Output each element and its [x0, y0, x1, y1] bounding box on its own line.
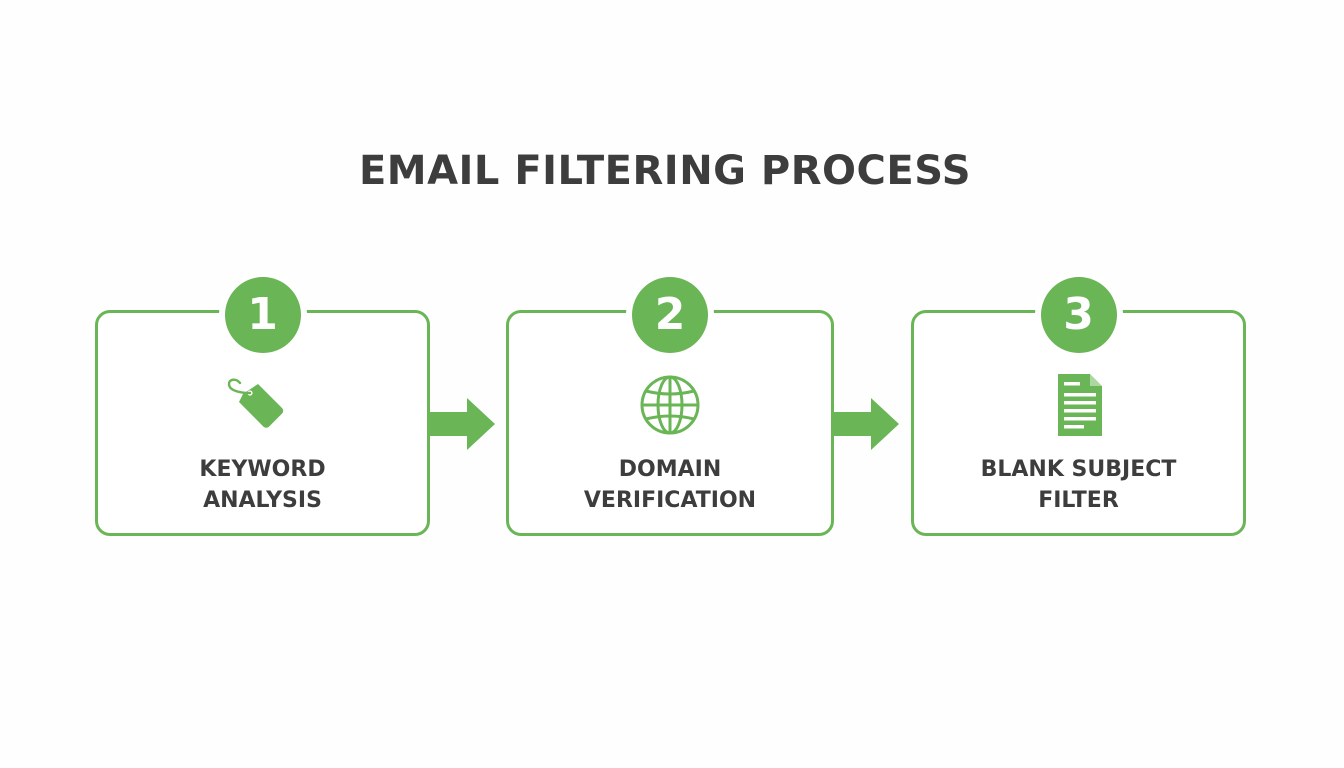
document-icon — [1039, 371, 1119, 441]
step-number-badge: 2 — [632, 277, 708, 353]
globe-icon — [630, 371, 710, 441]
step-card-blank-subject-filter: 3 BLANK SUBJECT FILTER — [911, 277, 1246, 536]
arrow-right-icon — [427, 398, 495, 450]
tag-icon — [223, 371, 303, 441]
step-label-line: FILTER — [1038, 488, 1119, 513]
diagram-title: EMAIL FILTERING PROCESS — [358, 148, 972, 194]
step-label-line: KEYWORD — [199, 457, 326, 482]
step-card-domain-verification: 2 DOMAIN VERIFICATION — [506, 277, 834, 536]
step-label: DOMAIN VERIFICATION — [509, 454, 831, 516]
step-number-badge: 3 — [1040, 277, 1117, 353]
step-label-line: BLANK SUBJECT — [980, 457, 1177, 482]
step-card-keyword-analysis: 1 KEYWORD ANALYSIS — [95, 277, 430, 536]
step-number-badge: 1 — [224, 277, 301, 353]
step-label: BLANK SUBJECT FILTER — [914, 454, 1243, 516]
step-label-line: DOMAIN — [618, 457, 722, 482]
arrow-right-icon — [831, 398, 899, 450]
step-label-line: VERIFICATION — [583, 488, 757, 513]
step-label: KEYWORD ANALYSIS — [98, 454, 427, 516]
step-label-line: ANALYSIS — [203, 488, 322, 513]
